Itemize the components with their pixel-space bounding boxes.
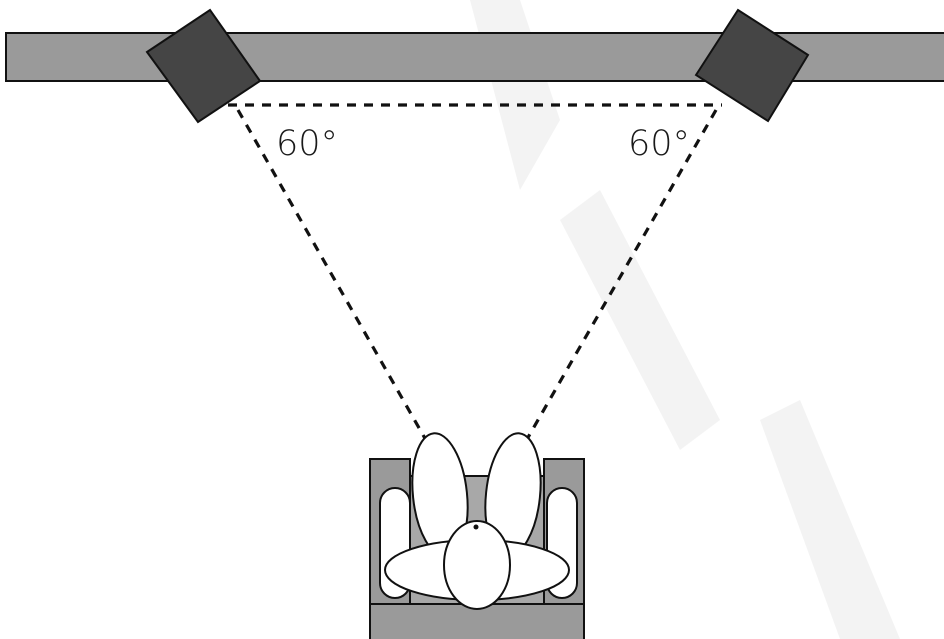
- left-speaker: [145, 8, 262, 124]
- right-angle-label: 60°: [628, 124, 690, 164]
- chair-back: [369, 603, 585, 639]
- right-speaker: [694, 8, 810, 123]
- listener-head: [443, 520, 511, 610]
- triangle-right-edge: [474, 109, 718, 529]
- left-angle-label: 60°: [276, 124, 338, 164]
- listening-triangle: [228, 103, 722, 529]
- listening-point: [473, 524, 479, 530]
- triangle-left-edge: [236, 109, 478, 529]
- listener: [379, 432, 578, 610]
